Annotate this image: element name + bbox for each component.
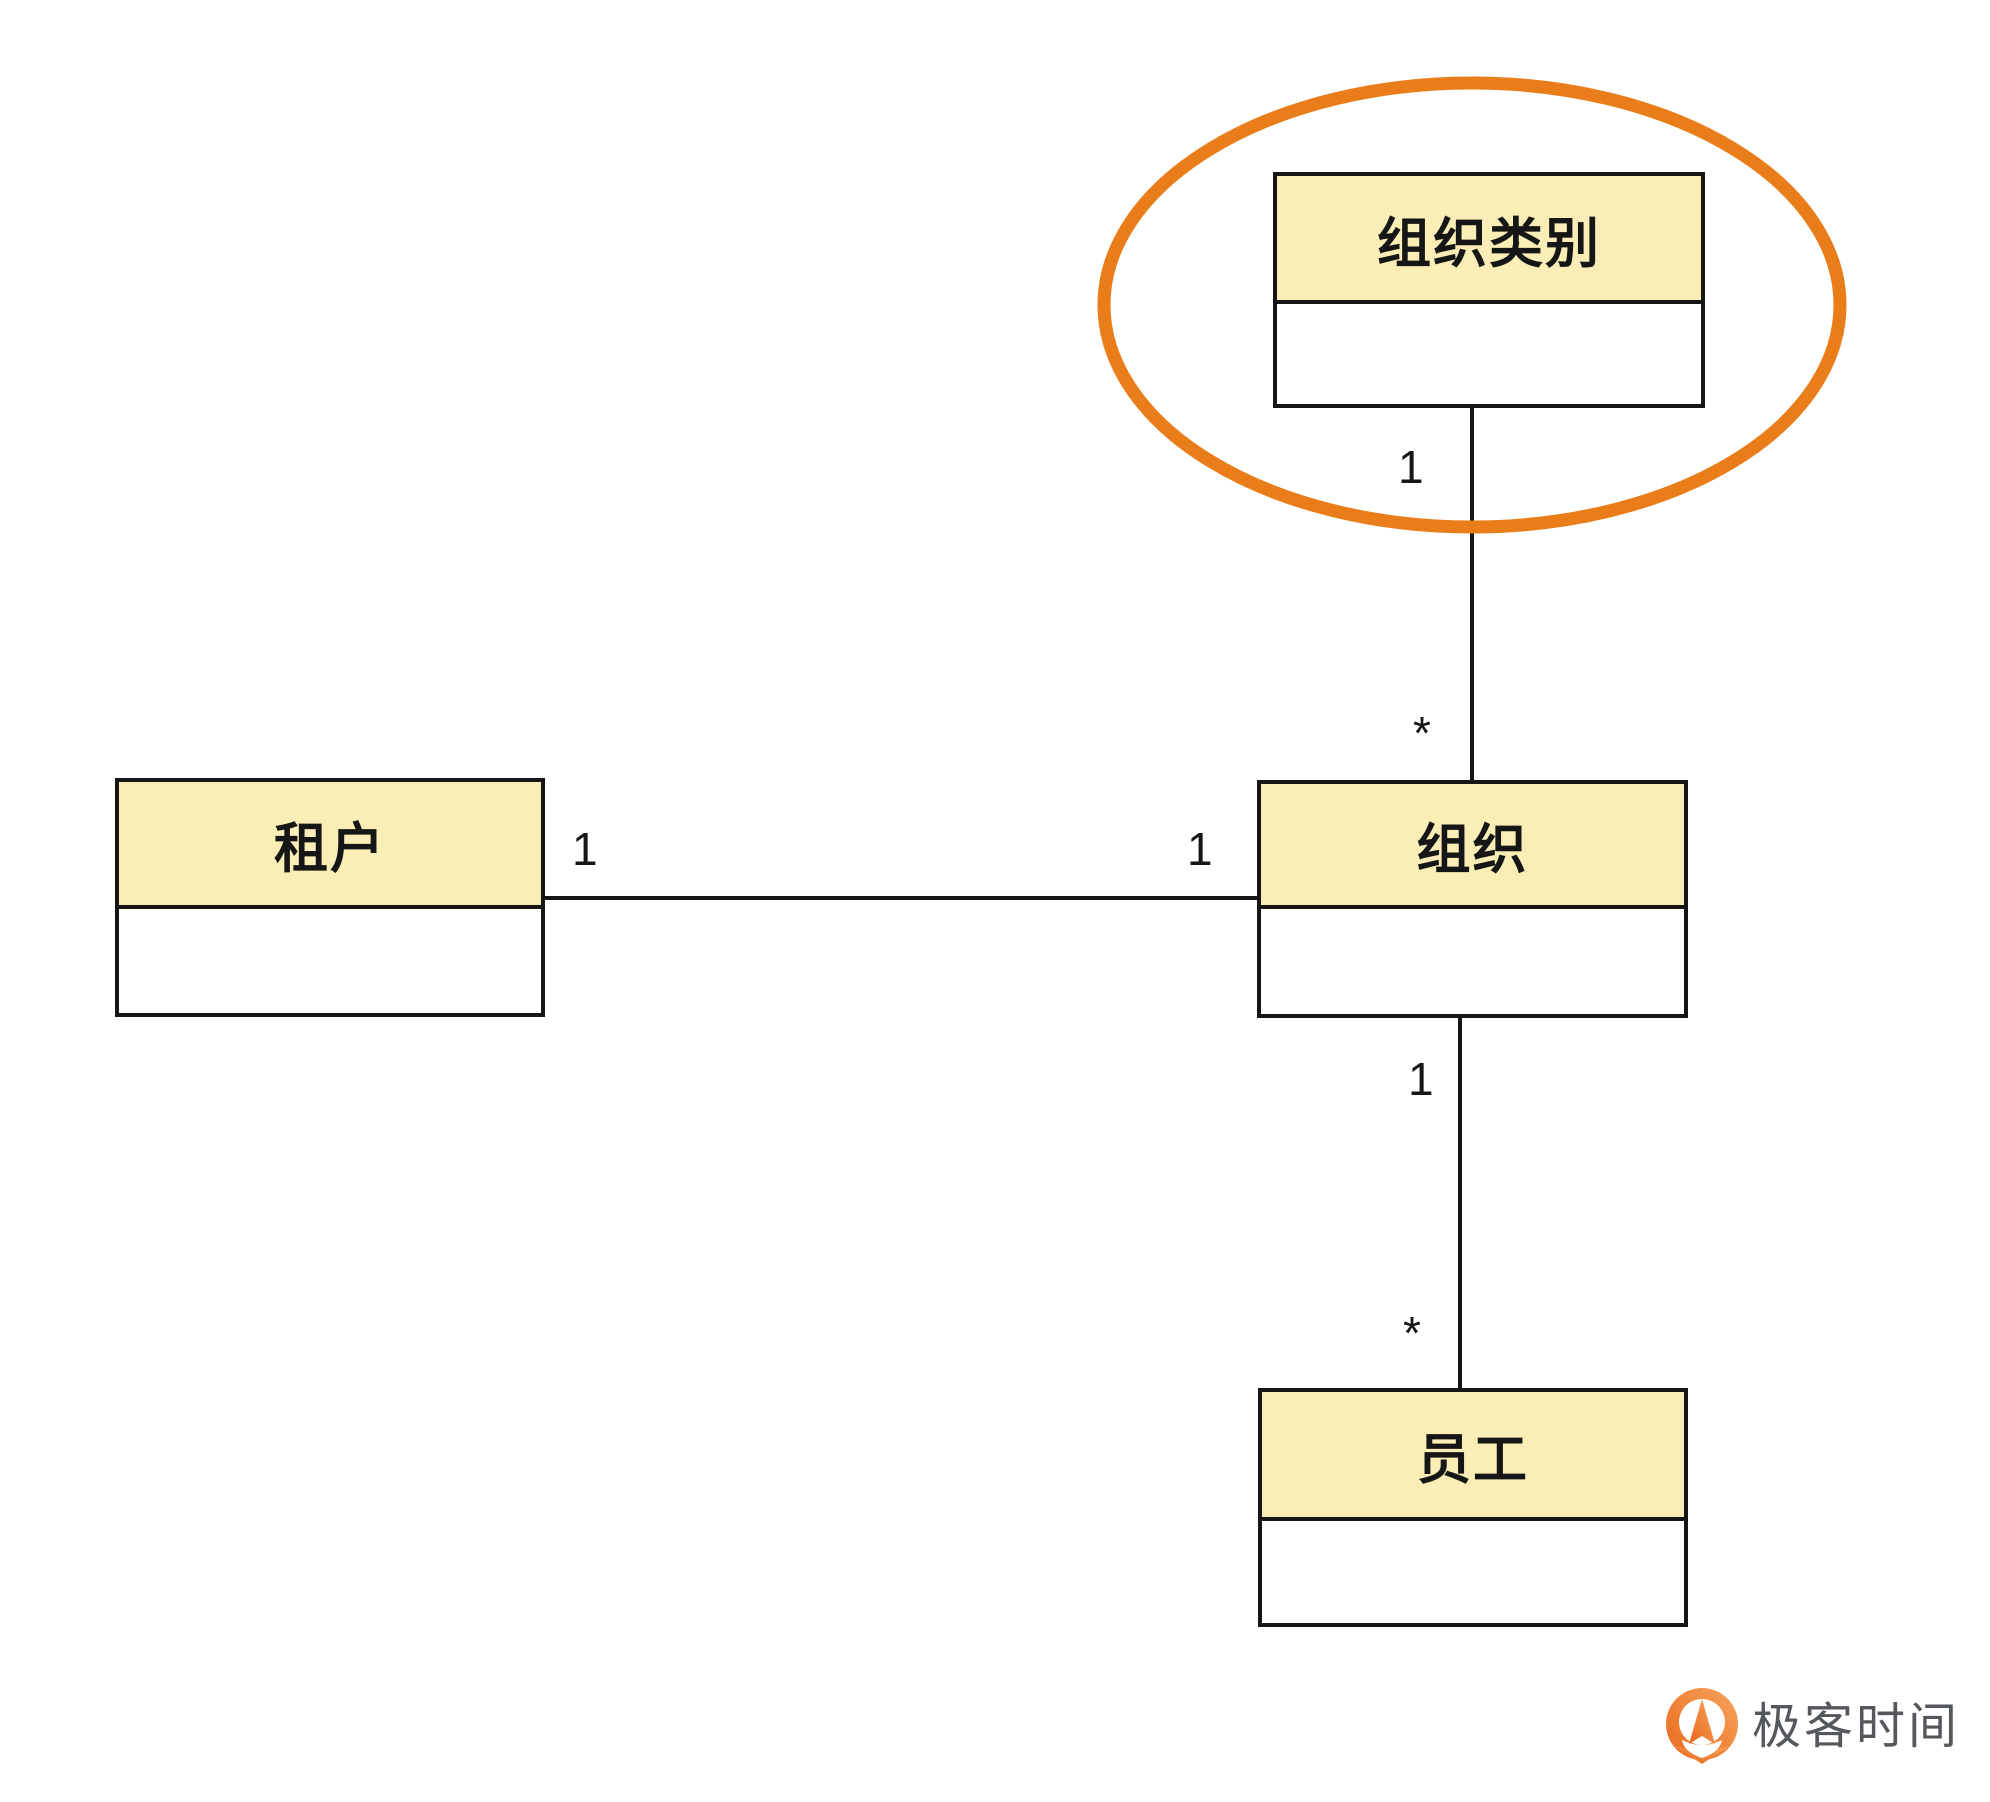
multiplicity-employee-top: * xyxy=(1403,1307,1421,1359)
class-body-tenant xyxy=(119,909,541,1013)
class-box-employee: 员工 xyxy=(1258,1388,1688,1627)
class-box-tenant: 租户 xyxy=(115,778,545,1017)
class-box-org: 组织 xyxy=(1257,780,1688,1018)
multiplicity-orgcategory-bottom: 1 xyxy=(1398,441,1424,493)
class-header-org-category: 组织类别 xyxy=(1277,176,1701,304)
multiplicity-org-top: * xyxy=(1413,707,1431,759)
class-title-org: 组织 xyxy=(1416,820,1529,880)
multiplicity-org-left: 1 xyxy=(1187,823,1213,875)
class-body-employee xyxy=(1262,1521,1684,1623)
class-title-employee: 员工 xyxy=(1417,1430,1529,1490)
class-header-employee: 员工 xyxy=(1262,1392,1684,1521)
class-header-org: 组织 xyxy=(1261,784,1684,909)
geektime-logo-text: 极客时间 xyxy=(1752,1700,1961,1754)
class-body-org xyxy=(1261,909,1684,1014)
multiplicity-tenant-right: 1 xyxy=(572,823,598,875)
multiplicity-org-bottom: 1 xyxy=(1408,1053,1434,1105)
geektime-logo-icon xyxy=(1666,1688,1738,1764)
class-body-org-category xyxy=(1277,304,1701,404)
class-box-org-category: 组织类别 xyxy=(1273,172,1705,408)
class-title-org-category: 组织类别 xyxy=(1377,213,1601,274)
geektime-logo: 极客时间 xyxy=(1662,1688,1960,1766)
class-header-tenant: 租户 xyxy=(119,782,541,909)
class-title-tenant: 租户 xyxy=(274,819,386,879)
